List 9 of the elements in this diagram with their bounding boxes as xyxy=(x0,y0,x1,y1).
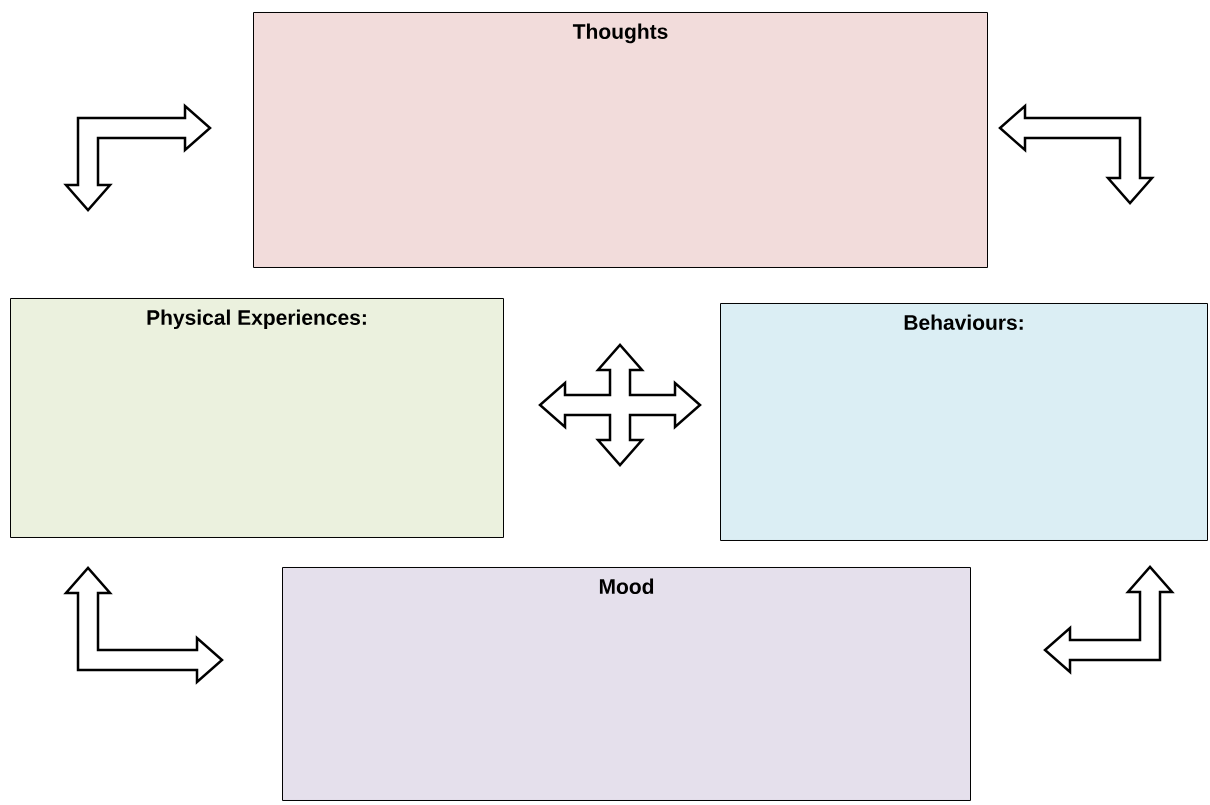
bent-block-arrow xyxy=(63,103,212,212)
category-box: Thoughts xyxy=(253,12,988,268)
bent-block-arrow xyxy=(1043,565,1175,675)
category-box: Mood xyxy=(282,567,971,801)
category-box: Physical Experiences: xyxy=(10,298,504,538)
four-way-block-arrow xyxy=(538,343,702,467)
bent-block-arrow xyxy=(63,566,224,685)
category-box: Behaviours: xyxy=(720,303,1208,541)
bent-block-arrow xyxy=(998,103,1155,205)
